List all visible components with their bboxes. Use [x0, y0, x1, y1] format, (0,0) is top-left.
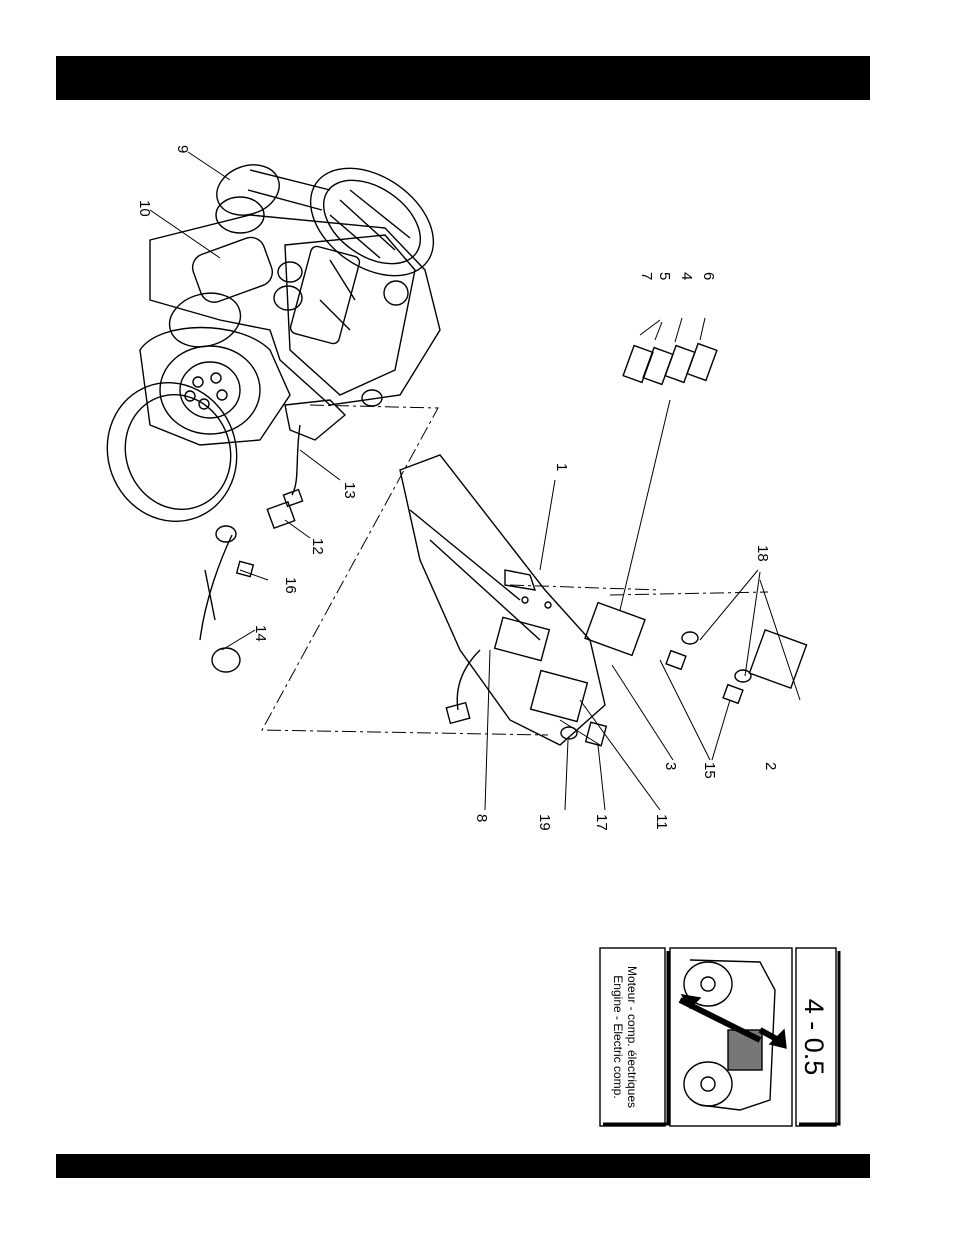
- callout-3: 3: [662, 762, 679, 770]
- mounting-plate: [400, 455, 605, 745]
- callout-2: 2: [762, 762, 779, 770]
- callout-19: 19: [536, 814, 553, 831]
- section-title-french: Moteur - comp. électriques: [625, 966, 639, 1108]
- callout-labels: 9 10 7 5 4 6 1 13 12 18 16 14 3 15 2 8 1…: [136, 145, 779, 831]
- callout-1: 1: [553, 463, 570, 471]
- callout-13: 13: [341, 482, 358, 499]
- callout-11: 11: [653, 814, 670, 830]
- callout-4: 4: [678, 272, 695, 280]
- callout-9: 9: [174, 145, 191, 153]
- callout-18: 18: [754, 545, 771, 562]
- callout-7: 7: [638, 272, 655, 280]
- callout-8: 8: [473, 814, 490, 822]
- fuse-set: [623, 344, 717, 385]
- callout-14: 14: [252, 625, 269, 642]
- leader-lines: [150, 152, 800, 810]
- callout-5: 5: [656, 272, 673, 280]
- section-number: 4 - 0.5: [799, 999, 829, 1076]
- callout-10: 10: [136, 200, 153, 217]
- callout-12: 12: [309, 538, 326, 555]
- callout-16: 16: [282, 577, 299, 594]
- callout-15: 15: [701, 762, 718, 779]
- alignment-lines: [262, 405, 768, 735]
- fasteners: [561, 632, 751, 746]
- callout-6: 6: [700, 272, 717, 280]
- callout-17: 17: [593, 814, 610, 831]
- section-title-english: Engine - Electric comp.: [611, 975, 625, 1098]
- section-icon: [680, 960, 786, 1110]
